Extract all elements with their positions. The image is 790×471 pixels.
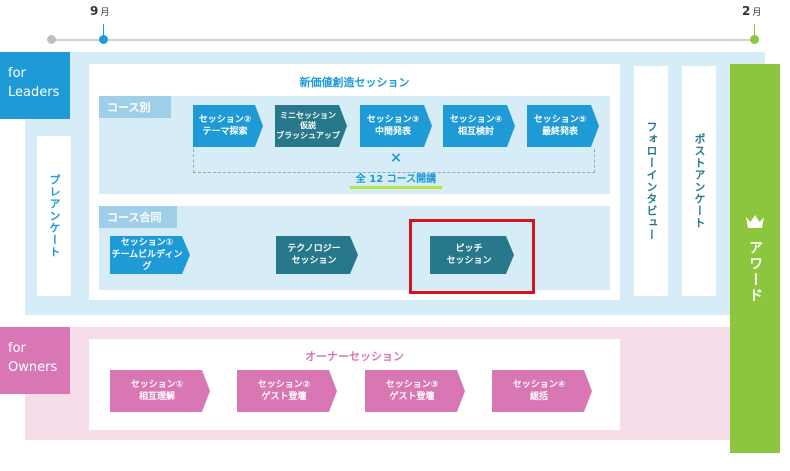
by-course-area	[99, 96, 610, 194]
award-box: アワード	[730, 64, 780, 453]
course-bracket	[193, 149, 595, 173]
crown-icon	[745, 214, 765, 234]
leaders-tag: for Leaders	[0, 52, 70, 119]
timeline-end-dot	[750, 35, 759, 44]
owners-tag: for Owners	[0, 327, 70, 394]
pitch-session-highlight	[409, 219, 535, 294]
follow-interview-box: フォローインタビュー	[634, 66, 668, 296]
pre-survey-box: プレアンケート	[37, 136, 71, 296]
by-course-header: コース別	[99, 96, 171, 118]
post-survey-box: ポストアンケート	[682, 66, 716, 296]
technology-session: テクノロジーセッション	[276, 236, 358, 274]
timeline-start-dot	[99, 35, 108, 44]
timeline-pre-dot	[47, 35, 56, 44]
timeline-line	[52, 39, 758, 41]
times-symbol: ×	[390, 150, 402, 166]
mini-session-hypothesis: ミニセッション仮説ブラッシュアップ	[275, 105, 347, 147]
timeline-end-tick	[754, 24, 755, 40]
joint-header: コース合同	[99, 206, 177, 228]
award-label: アワード	[747, 239, 763, 304]
pitch-session: ピッチセッション	[430, 236, 514, 274]
timeline-start-tick	[103, 24, 104, 40]
course-count-note: 全 12 コース開講	[350, 170, 442, 189]
value-creation-title: 新価値創造セッション	[299, 76, 410, 89]
owner-session-title: オーナーセッション	[305, 350, 404, 363]
